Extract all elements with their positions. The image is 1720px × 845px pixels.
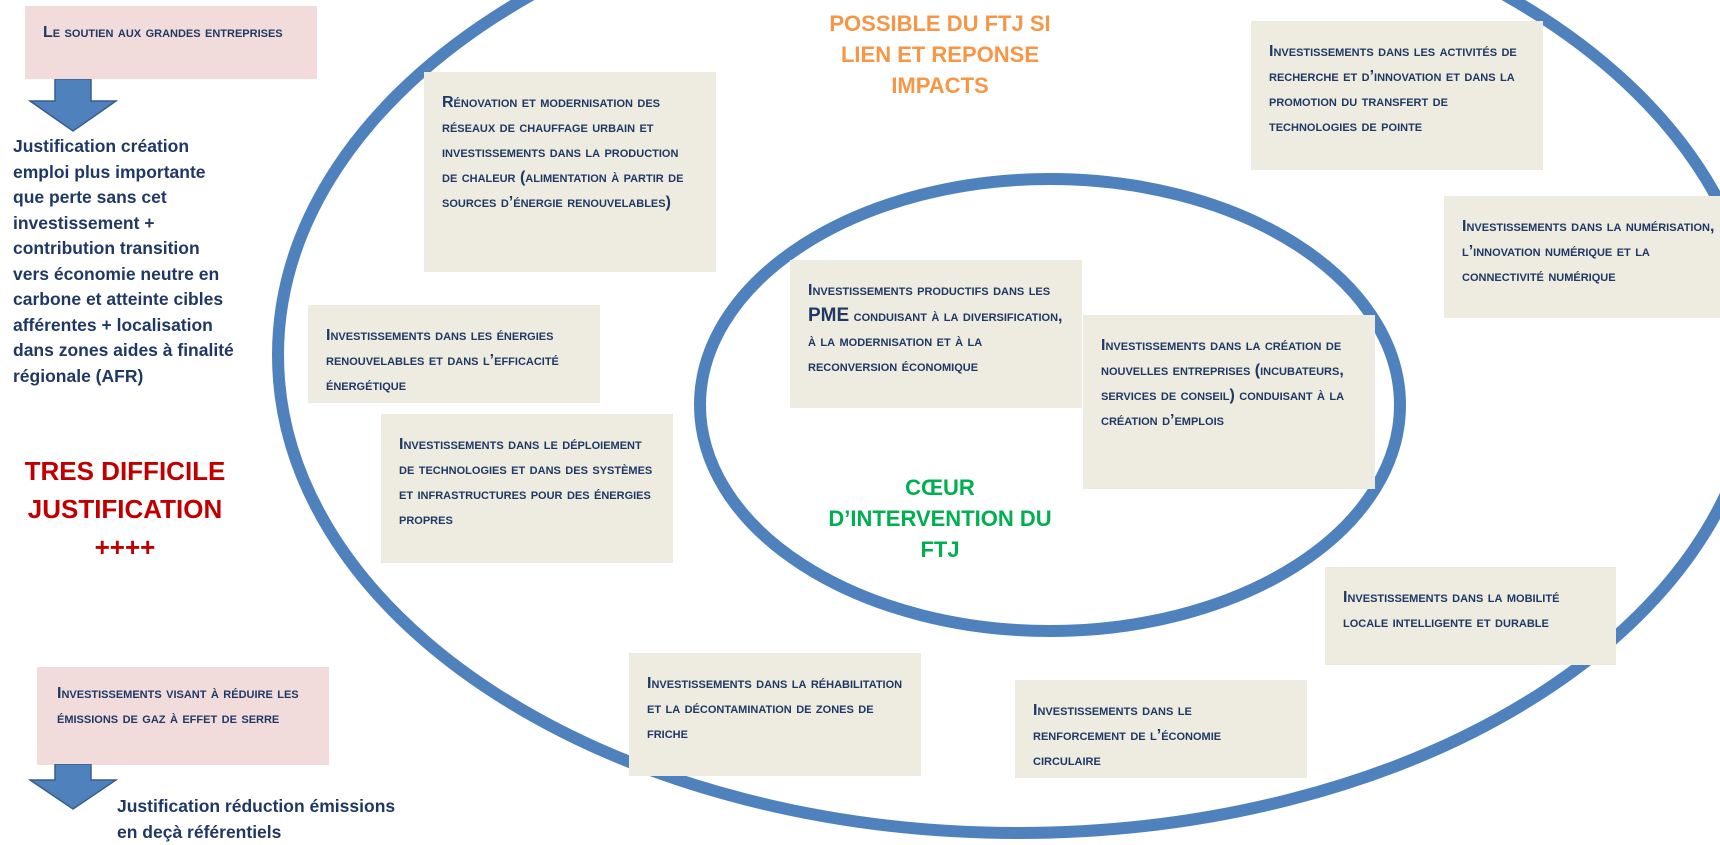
- box-district-heating: Rénovation et modernisation des réseaux …: [424, 72, 716, 272]
- box-smart-mobility: Investissements dans la mobilité locale …: [1325, 567, 1616, 665]
- down-arrow-icon: [28, 79, 118, 132]
- ghg-reduction-box: Investissements visant à réduire les émi…: [37, 667, 329, 765]
- box-new-business-creation: Investissements dans la création de nouv…: [1083, 315, 1375, 489]
- sme-text-start: Investissements productifs dans les: [808, 282, 1051, 299]
- difficulty-warning: TRES DIFFICILE JUSTIFICATION ++++: [10, 452, 240, 566]
- large-companies-justification: Justification création emploi plus impor…: [13, 136, 234, 386]
- inner-ellipse: [694, 173, 1406, 637]
- difficulty-marks: ++++: [94, 532, 156, 562]
- box-sme-investment: Investissements productifs dans les PME …: [790, 260, 1082, 408]
- core-scope-label: CŒUR D’INTERVENTION DU FTJ: [828, 475, 1052, 562]
- difficulty-line-1: TRES DIFFICILE: [24, 456, 226, 486]
- difficulty-line-2: JUSTIFICATION: [27, 494, 223, 524]
- sme-acronym: PME: [808, 305, 850, 326]
- ghg-justification: Justification réduction émissions en deç…: [117, 796, 396, 842]
- sme-text-end: conduisant à la diversification, à la mo…: [808, 308, 1063, 375]
- box-research-innovation: Investissements dans les activités de re…: [1251, 21, 1543, 170]
- box-brownfield-rehabilitation: Investissements dans la réhabilitation e…: [629, 653, 921, 776]
- large-companies-box: Le soutien aux grandes entreprises: [25, 6, 317, 79]
- box-digitalisation: Investissements dans la numérisation, l’…: [1444, 196, 1720, 318]
- outer-ellipse: [272, 0, 1720, 839]
- outer-scope-label: POSSIBLE DU FTJ SI LIEN ET REPONSE IMPAC…: [829, 11, 1051, 98]
- box-circular-economy: Investissements dans le renforcement de …: [1015, 680, 1307, 778]
- box-renewable-energy: Investissements dans les énergies renouv…: [308, 305, 600, 403]
- box-clean-energy-tech: Investissements dans le déploiement de t…: [381, 414, 673, 563]
- down-arrow-icon: [28, 764, 118, 810]
